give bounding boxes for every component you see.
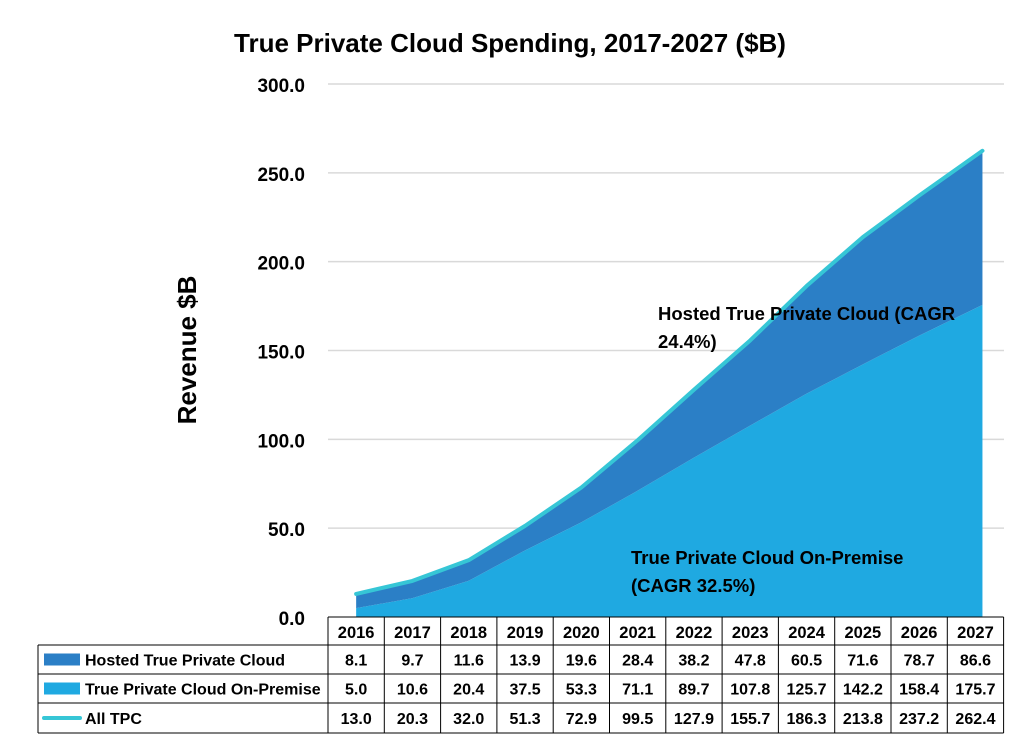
data-label: 10.6 <box>397 682 428 699</box>
legend-label: True Private Cloud On-Premise <box>85 682 321 699</box>
x-tick-label: 2021 <box>619 624 656 642</box>
data-label: 47.8 <box>735 653 766 670</box>
annotation-text: True Private Cloud On-Premise <box>631 547 903 568</box>
y-tick-label: 150.0 <box>257 343 305 364</box>
data-label: 38.2 <box>678 653 709 670</box>
x-tick-label: 2025 <box>844 624 881 642</box>
y-tick-label: 250.0 <box>257 165 305 186</box>
data-label: 127.9 <box>674 711 714 728</box>
x-tick-label: 2018 <box>450 624 487 642</box>
data-label: 60.5 <box>791 653 822 670</box>
data-label: 125.7 <box>787 682 827 699</box>
data-label: 158.4 <box>899 682 939 699</box>
data-label: 186.3 <box>787 711 827 728</box>
y-tick-label: 200.0 <box>257 254 305 275</box>
data-label: 32.0 <box>453 711 484 728</box>
data-label: 51.3 <box>509 711 540 728</box>
data-label: 37.5 <box>509 682 540 699</box>
data-label: 20.3 <box>397 711 428 728</box>
x-tick-label: 2024 <box>788 624 826 642</box>
legend-label: Hosted True Private Cloud <box>85 653 285 670</box>
data-label: 28.4 <box>622 653 653 670</box>
data-label: 262.4 <box>955 711 995 728</box>
annotation-text: (CAGR 32.5%) <box>631 575 755 596</box>
legend-label: All TPC <box>85 711 142 728</box>
y-axis-label: Revenue $B <box>172 276 202 425</box>
data-label: 142.2 <box>843 682 883 699</box>
data-label: 5.0 <box>345 682 367 699</box>
data-label: 78.7 <box>904 653 935 670</box>
data-label: 86.6 <box>960 653 991 670</box>
legend-swatch-hosted <box>44 654 80 666</box>
data-label: 72.9 <box>566 711 597 728</box>
data-label: 8.1 <box>345 653 367 670</box>
chart-title: True Private Cloud Spending, 2017-2027 (… <box>234 28 786 58</box>
data-label: 155.7 <box>730 711 770 728</box>
data-label: 237.2 <box>899 711 939 728</box>
x-tick-label: 2017 <box>394 624 431 642</box>
data-label: 11.6 <box>454 653 484 670</box>
x-tick-label: 2016 <box>338 624 375 642</box>
y-tick-labels: 0.0 50.0 100.0 150.0 200.0 250.0 300.0 <box>257 76 305 630</box>
data-label: 53.3 <box>566 682 597 699</box>
annotation-text: 24.4%) <box>658 331 717 352</box>
data-label: 20.4 <box>453 682 484 699</box>
data-label: 71.1 <box>622 682 653 699</box>
legend-swatch-on-premise <box>44 683 80 695</box>
x-tick-label: 2019 <box>507 624 544 642</box>
x-tick-label: 2026 <box>901 624 938 642</box>
data-label: 213.8 <box>843 711 883 728</box>
y-tick-label: 50.0 <box>268 520 305 541</box>
data-label: 13.0 <box>341 711 372 728</box>
x-tick-label: 2027 <box>957 624 994 642</box>
x-tick-label: 2022 <box>676 624 713 642</box>
data-label: 19.6 <box>566 653 597 670</box>
x-tick-label: 2023 <box>732 624 769 642</box>
data-label: 13.9 <box>509 653 540 670</box>
x-tick-label: 2020 <box>563 624 600 642</box>
y-tick-label: 100.0 <box>257 431 305 452</box>
data-label: 107.8 <box>730 682 770 699</box>
y-tick-label: 0.0 <box>279 609 305 630</box>
data-label: 71.6 <box>847 653 878 670</box>
data-label: 99.5 <box>622 711 653 728</box>
data-label: 9.7 <box>401 653 423 670</box>
annotation-text: Hosted True Private Cloud (CAGR <box>658 303 955 324</box>
data-table: 2016 2017 2018 2019 2020 2021 2022 2023 2024 2025… <box>38 617 1004 733</box>
data-label: 175.7 <box>955 682 995 699</box>
data-label: 89.7 <box>678 682 709 699</box>
y-tick-label: 300.0 <box>257 76 305 97</box>
